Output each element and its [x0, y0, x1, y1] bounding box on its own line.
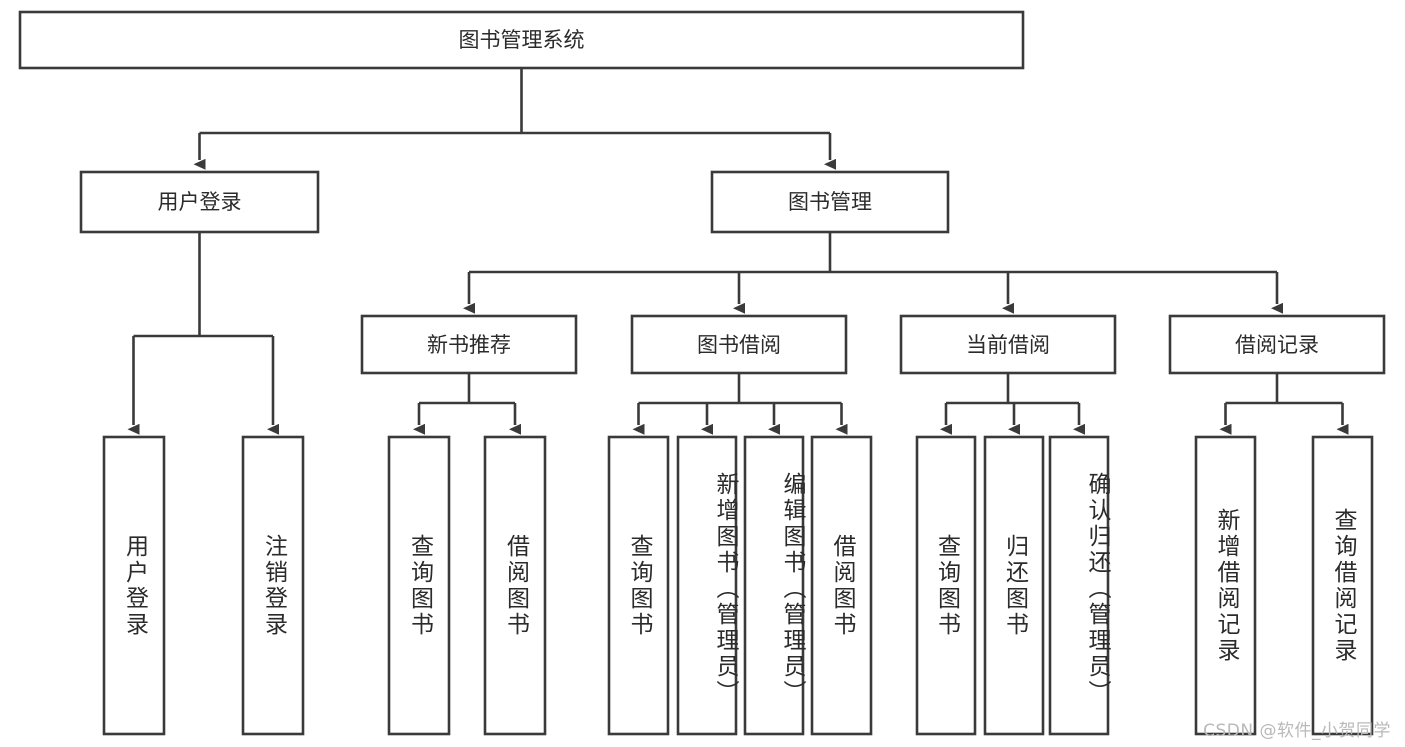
node-book-manage-box[interactable]: [710, 170, 950, 234]
node-book-borrow-label: 图书借阅: [697, 333, 781, 357]
node-borrow-record-box[interactable]: [1168, 314, 1386, 375]
node-leaf-edit-book-box[interactable]: [743, 435, 805, 736]
node-book-manage-label: 图书管理: [788, 190, 872, 214]
node-new-book-recommend-label: 新书推荐: [427, 333, 511, 357]
node-user-login-label: 用户登录: [158, 190, 242, 214]
node-leaf-query-book-rec-box[interactable]: [387, 435, 451, 736]
node-root-label: 图书管理系统: [459, 28, 585, 52]
node-leaf-confirm-return-box[interactable]: [1048, 435, 1110, 736]
watermark-text: CSDN @软件_小贺同学: [1203, 721, 1391, 741]
node-leaf-return-book-box[interactable]: [983, 435, 1045, 736]
node-user-login-box[interactable]: [79, 170, 320, 234]
node-leaf-add-book-box[interactable]: [676, 435, 738, 736]
node-leaf-query-book-bb-box[interactable]: [607, 435, 670, 736]
node-root-box[interactable]: [18, 10, 1025, 70]
node-leaf-user-login-box[interactable]: [102, 435, 166, 736]
node-new-book-recommend-box[interactable]: [360, 314, 578, 375]
node-leaf-query-record-box[interactable]: [1311, 435, 1374, 736]
node-book-borrow-box[interactable]: [630, 314, 848, 375]
node-current-borrow-box[interactable]: [899, 314, 1117, 375]
edges-layer: [127, 68, 1349, 435]
node-leaf-borrow-book-bb-box[interactable]: [810, 435, 873, 736]
nodes-layer: 图书管理系统 用户登录 图书管理 新书推荐 图书借阅 当前借阅 借阅记录: [18, 10, 1386, 736]
node-borrow-record-label: 借阅记录: [1235, 333, 1319, 357]
node-leaf-borrow-book-rec-box[interactable]: [483, 435, 547, 736]
node-leaf-add-record-box[interactable]: [1194, 435, 1257, 736]
node-leaf-query-book-cb-box[interactable]: [915, 435, 977, 736]
node-current-borrow-label: 当前借阅: [966, 333, 1050, 357]
node-leaf-logout-box[interactable]: [241, 435, 305, 736]
